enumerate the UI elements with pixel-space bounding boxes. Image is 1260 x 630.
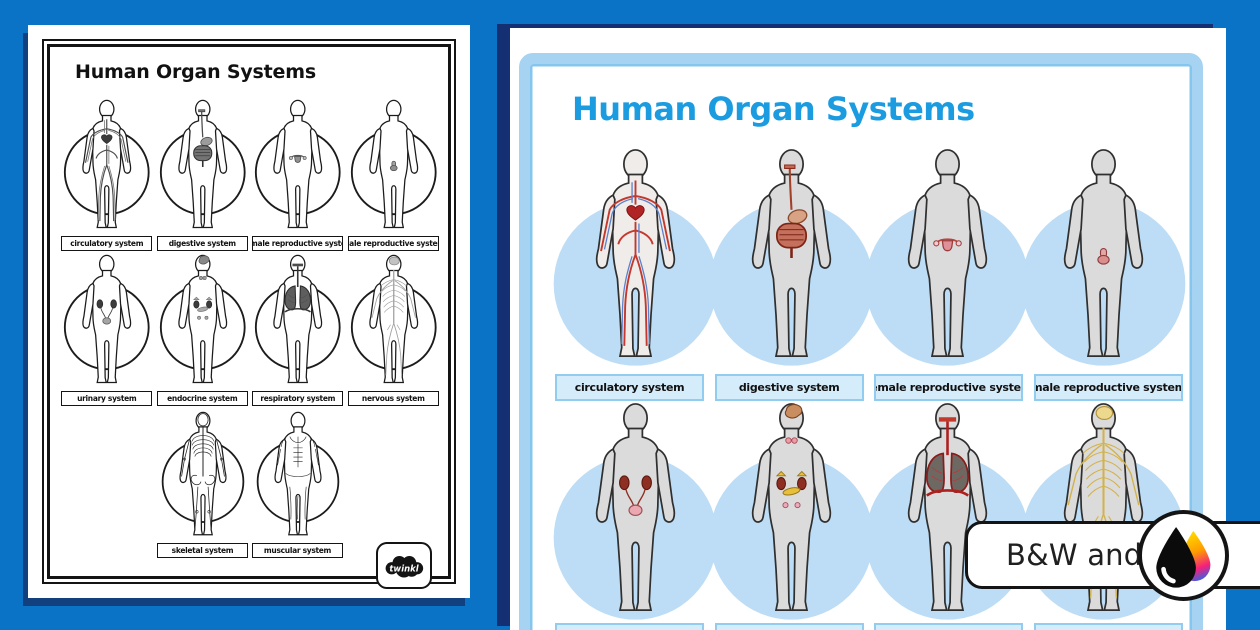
page-title: Human Organ Systems	[572, 90, 975, 128]
system-cell	[1021, 146, 1185, 370]
system-label: male reproductive system	[1033, 374, 1183, 401]
figure-digestive-bw	[159, 99, 246, 229]
figure-endocrine-bw	[159, 254, 246, 384]
system-cell: circulatory system	[59, 98, 155, 251]
figure-female-reproductive-bw	[254, 99, 341, 229]
system-cell: digestive system	[155, 98, 251, 251]
left-worksheet-page: Human Organ Systems circulatory system d…	[28, 25, 470, 598]
label-row: circulatory system digestive system fema…	[555, 374, 1183, 401]
system-label: male reproductive system	[347, 236, 439, 251]
figure-circulatory-color	[553, 149, 717, 366]
figure-circulatory-bw	[63, 99, 150, 229]
figure-row: urinary system endocrine system respirat…	[59, 253, 441, 406]
system-label: urinary system	[61, 391, 153, 406]
figure-muscular-bw	[256, 411, 339, 536]
figure-row: circulatory system digestive system fema…	[59, 98, 441, 251]
system-cell: muscular system	[250, 410, 345, 558]
system-cell: endocrine system	[155, 253, 251, 406]
figure-male-reproductive-bw	[350, 99, 437, 229]
system-label: digestive system	[156, 236, 248, 251]
system-cell	[865, 400, 1029, 624]
figure-female-reproductive-color	[865, 149, 1029, 366]
system-cell: urinary system	[59, 253, 155, 406]
figure-digestive-color	[709, 149, 873, 366]
system-label	[555, 623, 704, 630]
ink-drop-graphic	[1155, 526, 1210, 588]
system-cell	[865, 146, 1029, 370]
system-cell: male reproductive system	[346, 98, 442, 251]
figure-row: skeletal system muscular system	[155, 410, 345, 558]
system-cell: female reproductive system	[250, 98, 346, 251]
system-label: circulatory system	[61, 236, 153, 251]
system-cell	[709, 400, 873, 624]
system-cell: nervous system	[346, 253, 442, 406]
system-cell: respiratory system	[250, 253, 346, 406]
twinkl-logo-text: twinkl	[389, 563, 418, 573]
system-label: circulatory system	[555, 374, 704, 401]
page-title: Human Organ Systems	[75, 61, 316, 83]
system-label: muscular system	[252, 543, 343, 558]
twinkl-logo: twinkl	[376, 542, 432, 589]
page-border-inner	[47, 44, 451, 579]
figure-male-reproductive-color	[1021, 149, 1185, 366]
system-label: endocrine system	[156, 391, 248, 406]
system-label: female reproductive system	[874, 374, 1024, 401]
twinkl-cloud-icon: twinkl	[385, 555, 424, 577]
figure-endocrine-color	[709, 403, 873, 620]
ink-drop-icon	[1138, 510, 1229, 601]
system-label: nervous system	[347, 391, 439, 406]
figure-respiratory-bw	[254, 254, 341, 384]
system-cell	[709, 146, 873, 370]
page-border-outer	[42, 39, 456, 584]
system-label: digestive system	[714, 374, 864, 401]
figure-respiratory-color	[865, 403, 1029, 620]
system-cell: skeletal system	[155, 410, 250, 558]
label-row-cutoff	[555, 623, 1183, 630]
figure-row	[553, 146, 1185, 370]
system-cell	[553, 400, 717, 624]
system-cell	[553, 146, 717, 370]
figure-urinary-bw	[63, 254, 150, 384]
system-label	[1033, 623, 1183, 630]
system-label	[714, 623, 864, 630]
system-label	[874, 623, 1024, 630]
system-label: respiratory system	[252, 391, 344, 406]
figure-row	[553, 400, 1185, 624]
decorative-frame	[519, 53, 1203, 630]
system-label: female reproductive system	[252, 236, 344, 251]
system-label: skeletal system	[157, 543, 248, 558]
figure-skeletal-bw	[161, 411, 244, 536]
figure-urinary-color	[553, 403, 717, 620]
figure-nervous-bw	[350, 254, 437, 384]
